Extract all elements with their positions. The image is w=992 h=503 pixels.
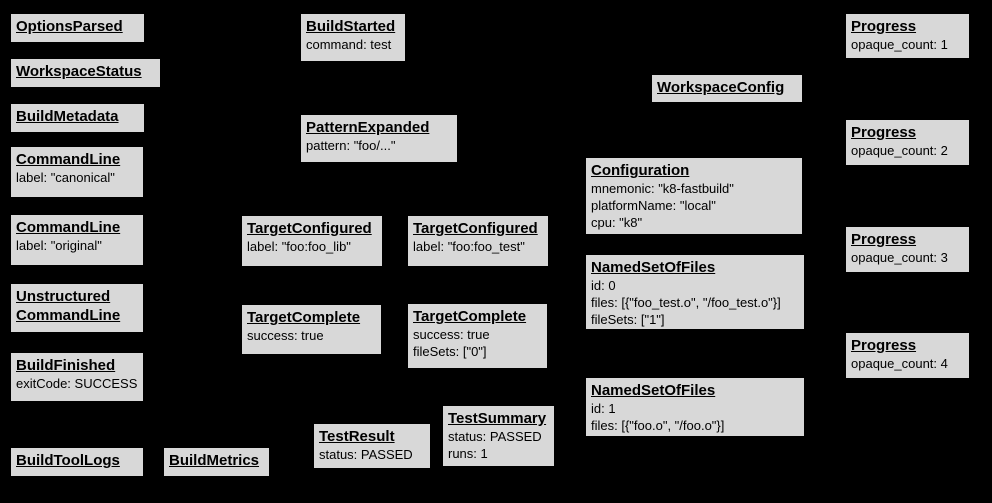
- node-title: TargetConfigured: [247, 220, 372, 237]
- node-title: BuildMetadata: [16, 108, 119, 125]
- node-title: TestSummary: [448, 410, 547, 427]
- node-title: TargetConfigured: [413, 220, 538, 237]
- node-build-tool-logs: BuildToolLogs: [10, 447, 144, 477]
- node-options-parsed: OptionsParsed: [10, 13, 145, 43]
- node-named-set-of-files-0: NamedSetOfFiles id: 0 files: [{"foo_test…: [585, 254, 805, 330]
- node-title: OptionsParsed: [16, 18, 123, 35]
- node-configuration: Configuration mnemonic: "k8-fastbuild" p…: [585, 157, 803, 235]
- node-field: success: true: [413, 327, 490, 342]
- node-workspace-config: WorkspaceConfig: [651, 74, 803, 103]
- node-field: label: "foo:foo_test": [413, 239, 525, 254]
- node-field: mnemonic: "k8-fastbuild": [591, 181, 734, 196]
- node-build-finished: BuildFinished exitCode: SUCCESS: [10, 352, 144, 402]
- node-title: BuildMetrics: [169, 452, 260, 469]
- node-field: opaque_count: 3: [851, 250, 948, 265]
- node-title: TestResult: [319, 428, 395, 445]
- node-field: opaque_count: 2: [851, 143, 948, 158]
- node-title: NamedSetOfFiles: [591, 382, 716, 399]
- node-title: WorkspaceStatus: [16, 63, 142, 80]
- node-title: TargetComplete: [247, 309, 361, 326]
- node-unstructured-command-line: Unstructured CommandLine: [10, 283, 144, 333]
- node-command-line-canonical: CommandLine label: "canonical": [10, 146, 144, 198]
- node-title: CommandLine: [16, 151, 121, 168]
- node-field: id: 0: [591, 278, 616, 293]
- node-title: BuildStarted: [306, 18, 396, 35]
- node-progress-1: Progress opaque_count: 1: [845, 13, 970, 59]
- node-field: command: test: [306, 37, 392, 52]
- node-title: PatternExpanded: [306, 119, 430, 136]
- node-build-metadata: BuildMetadata: [10, 103, 145, 133]
- node-progress-4: Progress opaque_count: 4: [845, 332, 970, 379]
- node-field: label: "canonical": [16, 170, 115, 185]
- node-field: status: PASSED: [448, 429, 542, 444]
- node-field: status: PASSED: [319, 447, 413, 462]
- node-field: runs: 1: [448, 446, 488, 461]
- node-test-summary: TestSummary status: PASSED runs: 1: [442, 405, 555, 467]
- node-target-complete-foo-test: TargetComplete success: true fileSets: […: [407, 303, 548, 369]
- node-field: cpu: "k8": [591, 215, 643, 230]
- node-title: BuildFinished: [16, 357, 116, 374]
- node-field: files: [{"foo_test.o", "/foo_test.o"}]: [591, 295, 781, 310]
- node-title: Progress: [851, 337, 917, 354]
- node-title: WorkspaceConfig: [657, 79, 785, 96]
- node-field: opaque_count: 4: [851, 356, 948, 371]
- node-field: opaque_count: 1: [851, 37, 948, 52]
- node-target-complete-foo-lib: TargetComplete success: true: [241, 304, 382, 355]
- node-title: Configuration: [591, 162, 690, 179]
- node-target-configured-foo-test: TargetConfigured label: "foo:foo_test": [407, 215, 549, 267]
- node-build-metrics: BuildMetrics: [163, 447, 270, 477]
- node-title: CommandLine: [16, 219, 121, 236]
- node-progress-3: Progress opaque_count: 3: [845, 226, 970, 273]
- node-title: Progress: [851, 124, 917, 141]
- node-field: fileSets: ["1"]: [591, 312, 665, 327]
- node-title: TargetComplete: [413, 308, 527, 325]
- node-field: fileSets: ["0"]: [413, 344, 487, 359]
- node-field: platformName: "local": [591, 198, 716, 213]
- node-field: label: "foo:foo_lib": [247, 239, 351, 254]
- node-target-configured-foo-lib: TargetConfigured label: "foo:foo_lib": [241, 215, 383, 267]
- node-progress-2: Progress opaque_count: 2: [845, 119, 970, 166]
- node-title-line2: CommandLine: [16, 307, 121, 324]
- node-title: Progress: [851, 231, 917, 248]
- node-title: Progress: [851, 18, 917, 35]
- node-command-line-original: CommandLine label: "original": [10, 214, 144, 266]
- node-field: label: "original": [16, 238, 102, 253]
- node-pattern-expanded: PatternExpanded pattern: "foo/...": [300, 114, 458, 163]
- node-field: files: [{"foo.o", "/foo.o"}]: [591, 418, 725, 433]
- node-test-result: TestResult status: PASSED: [313, 423, 431, 469]
- node-title: Unstructured: [16, 288, 111, 305]
- node-build-started: BuildStarted command: test: [300, 13, 406, 62]
- node-workspace-status: WorkspaceStatus: [10, 58, 161, 88]
- node-field: success: true: [247, 328, 324, 343]
- node-named-set-of-files-1: NamedSetOfFiles id: 1 files: [{"foo.o", …: [585, 377, 805, 437]
- node-field: exitCode: SUCCESS: [16, 376, 138, 391]
- node-field: pattern: "foo/...": [306, 138, 396, 153]
- node-title: BuildToolLogs: [16, 452, 120, 469]
- node-title: NamedSetOfFiles: [591, 259, 716, 276]
- node-field: id: 1: [591, 401, 616, 416]
